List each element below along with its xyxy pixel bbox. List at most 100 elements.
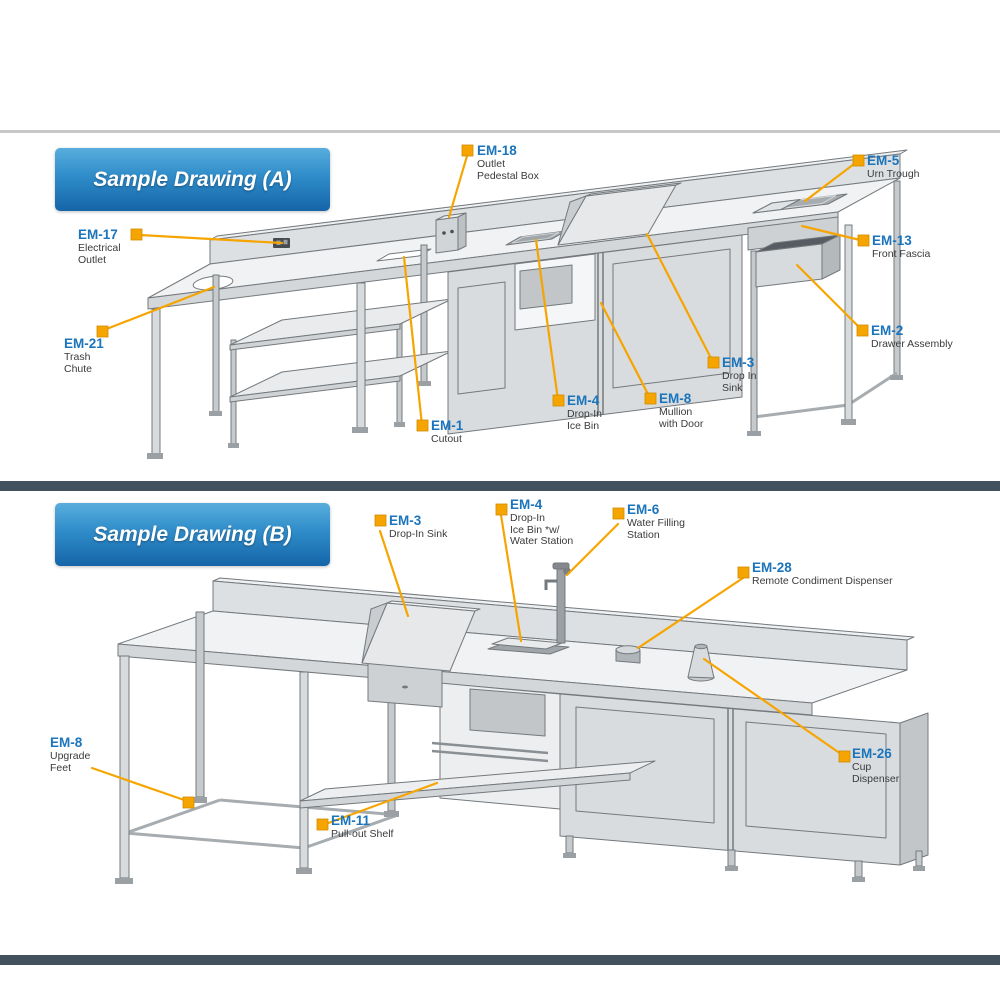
callout-em3-a: EM-3 Drop In Sink: [722, 356, 756, 394]
marker-em3-b: [374, 514, 387, 527]
top-divider: [0, 130, 1000, 133]
callout-id: EM-13: [872, 233, 912, 248]
leader-em4-b: [499, 513, 523, 643]
callout-em5-a: EM-5 Urn Trough: [867, 154, 920, 181]
drawing-b-banner: Sample Drawing (B): [55, 503, 330, 566]
drawing-a-banner: Sample Drawing (A): [55, 148, 330, 211]
leader-em26-b: [702, 657, 843, 756]
middle-divider: [0, 481, 1000, 491]
callout-id: EM-21: [64, 336, 104, 351]
marker-em4-a: [552, 394, 565, 407]
urn-trough-art: [752, 193, 848, 214]
marker-em5-a: [852, 154, 865, 167]
callout-label: Electrical Outlet: [78, 242, 121, 266]
leader-lines-b: [90, 513, 843, 827]
outlet-pedestal-box-art: [435, 212, 467, 254]
callout-label: Water Filling Station: [627, 517, 685, 541]
callout-label: Outlet Pedestal Box: [477, 158, 539, 182]
upgrade-foot-art: [191, 797, 207, 803]
marker-em2-a: [856, 324, 869, 337]
marker-em1-a: [416, 419, 429, 432]
drawing-b-illustration: [90, 503, 929, 884]
leader-em2-a: [795, 263, 864, 332]
callout-id: EM-3: [722, 355, 755, 370]
callout-id: EM-18: [477, 143, 517, 158]
marker-em26-b: [838, 750, 851, 763]
callout-label: Front Fascia: [872, 248, 931, 260]
callout-em21-a: EM-21 Trash Chute: [64, 337, 104, 375]
leader-em11-b: [321, 781, 439, 827]
callout-id: EM-6: [627, 502, 660, 517]
leader-em17-a: [138, 233, 284, 245]
callout-label: Trash Chute: [64, 351, 93, 375]
callout-label: Drop-In Ice Bin: [567, 408, 603, 432]
drop-in-ice-bin-b-art: [487, 637, 570, 655]
leader-em3-a: [645, 232, 715, 364]
center-cabinets-a: [447, 234, 743, 435]
callout-em8-a: EM-8 Mullion with Door: [659, 392, 703, 430]
marker-em8-b: [182, 796, 195, 809]
drawing-b-title: Sample Drawing (B): [93, 522, 292, 546]
pull-out-shelf-art: [299, 760, 656, 809]
callout-label: Upgrade Feet: [50, 750, 91, 774]
left-table-b: [115, 611, 443, 884]
drawer-assembly-art: [755, 234, 841, 288]
callout-em28-b: EM-28 Remote Condiment Dispenser: [752, 561, 893, 588]
callout-label: Drop-In Sink: [389, 528, 448, 540]
callout-em4-b: EM-4 Drop-In Ice Bin *w/ Water Station: [510, 498, 573, 548]
leader-em13-a: [800, 224, 862, 242]
cup-dispenser-art: [687, 643, 715, 682]
callout-id: EM-28: [752, 560, 792, 575]
callout-id: EM-1: [431, 418, 464, 433]
callout-id: EM-26: [852, 746, 892, 761]
leader-em28-b: [636, 576, 745, 650]
drawing-a-illustration: [96, 144, 908, 459]
sink-cover-b-art: [361, 600, 481, 672]
leader-lines-a: [102, 154, 864, 427]
callout-id: EM-8: [50, 735, 83, 750]
left-table-understructure-a: [147, 244, 453, 459]
callout-em13-a: EM-13 Front Fascia: [872, 234, 930, 261]
leader-em4-a: [534, 238, 560, 402]
callout-em17-a: EM-17 Electrical Outlet: [78, 228, 121, 266]
marker-em4-b: [495, 503, 508, 516]
callout-id: EM-3: [389, 513, 422, 528]
callout-id: EM-5: [867, 153, 900, 168]
callout-label: Cutout: [431, 433, 462, 445]
marker-em28-b: [737, 566, 750, 579]
callout-id: EM-2: [871, 323, 904, 338]
callout-em11-b: EM-11 Pull-out Shelf: [331, 814, 393, 841]
callout-em6-b: EM-6 Water Filling Station: [627, 503, 685, 541]
callout-em1-a: EM-1 Cutout: [431, 419, 463, 446]
leader-em3-b: [378, 529, 410, 618]
right-section-a: [747, 180, 903, 436]
condiment-dispenser-art: [615, 645, 641, 664]
leader-em8-a: [599, 301, 652, 400]
callout-label: Drawer Assembly: [871, 338, 953, 350]
right-cabinet-b: [559, 693, 929, 882]
callout-label: Cup Dispenser: [852, 761, 900, 785]
markers-a: [96, 144, 870, 432]
callout-id: EM-11: [331, 813, 371, 828]
callout-label: Mullion with Door: [659, 406, 704, 430]
callout-label: Remote Condiment Dispenser: [752, 575, 893, 587]
marker-em21-a: [96, 325, 109, 338]
leader-em5-a: [803, 159, 860, 203]
callout-em3-b: EM-3 Drop-In Sink: [389, 514, 447, 541]
marker-em13-a: [857, 234, 870, 247]
marker-em3-a: [707, 356, 720, 369]
leader-em1-a: [402, 255, 424, 427]
water-filling-station-art: [544, 562, 571, 644]
callout-label: Pull-out Shelf: [331, 828, 394, 840]
callout-id: EM-17: [78, 227, 118, 242]
callout-em26-b: EM-26 Cup Dispenser: [852, 747, 899, 785]
callout-label: Drop In Sink: [722, 370, 757, 394]
callout-label: Drop-In Ice Bin *w/ Water Station: [510, 512, 574, 547]
callout-em2-a: EM-2 Drawer Assembly: [871, 324, 953, 351]
callout-id: EM-4: [567, 393, 600, 408]
leader-em8-b: [90, 766, 189, 803]
callout-em8-b: EM-8 Upgrade Feet: [50, 736, 90, 774]
leader-em21-a: [102, 285, 216, 332]
marker-em17-a: [130, 228, 143, 241]
